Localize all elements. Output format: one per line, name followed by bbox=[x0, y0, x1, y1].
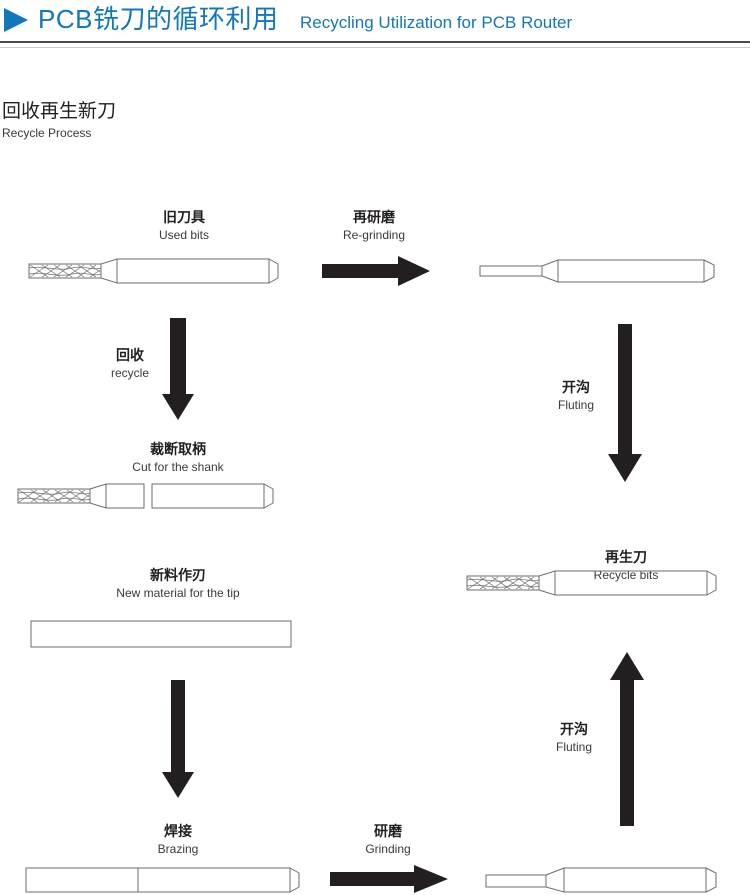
page-header: PCB铣刀的循环利用 Recycling Utilization for PCB… bbox=[0, 0, 750, 40]
bit-used-bits bbox=[24, 256, 288, 286]
label-fluting-lower-en: Fluting bbox=[555, 740, 593, 754]
label-cut-for-shank-cn: 裁断取柄 bbox=[150, 441, 206, 457]
label-recycle-cn: 回收 bbox=[116, 347, 144, 363]
label-cut-for-shank-en: Cut for the shank bbox=[132, 460, 224, 474]
label-re-grinding-cn: 再研磨 bbox=[353, 209, 395, 225]
section-title-cn: 回收再生新刀 bbox=[2, 101, 117, 122]
arrow-re-grinding bbox=[322, 255, 432, 287]
label-grinding-cn: 研磨 bbox=[374, 823, 402, 839]
bit-reground-blank bbox=[478, 258, 728, 284]
label-re-grinding: 再研磨 Re-grinding bbox=[308, 208, 440, 244]
label-fluting-upper-cn: 开沟 bbox=[562, 379, 590, 395]
bit-cut-for-shank bbox=[14, 482, 296, 510]
arrow-fluting-upper bbox=[606, 324, 644, 484]
page-title-en: Recycling Utilization for PCB Router bbox=[300, 13, 573, 32]
label-new-material-en: New material for the tip bbox=[116, 586, 240, 600]
label-fluting-lower: 开沟 Fluting bbox=[518, 720, 630, 756]
bit-brazed-blank bbox=[24, 866, 306, 894]
bit-new-material-bar bbox=[30, 620, 294, 650]
bit-recycle-bits bbox=[462, 568, 734, 598]
page-title-cn: PCB铣刀的循环利用 bbox=[38, 4, 279, 34]
label-new-material: 新料作刃 New material for the tip bbox=[90, 566, 266, 602]
label-grinding: 研磨 Grinding bbox=[332, 822, 444, 858]
bit-ground-blank bbox=[484, 866, 734, 894]
arrow-new-material-to-brazing bbox=[160, 680, 196, 800]
label-recycle-en: recycle bbox=[110, 366, 149, 380]
label-brazing: 焊接 Brazing bbox=[122, 822, 234, 858]
arrow-fluting-lower bbox=[608, 652, 646, 828]
label-brazing-cn: 焊接 bbox=[164, 823, 192, 839]
section-title-en: Recycle Process bbox=[2, 126, 92, 140]
label-recycle-bits-cn: 再生刀 bbox=[605, 549, 647, 565]
arrow-grinding bbox=[330, 864, 450, 894]
label-used-bits-cn: 旧刀具 bbox=[163, 209, 205, 225]
arrow-recycle bbox=[160, 318, 196, 422]
label-brazing-en: Brazing bbox=[157, 842, 199, 856]
label-fluting-upper: 开沟 Fluting bbox=[520, 378, 632, 414]
label-recycle: 回收 recycle bbox=[74, 346, 186, 382]
triangle-right-icon bbox=[4, 8, 28, 32]
label-used-bits: 旧刀具 Used bits bbox=[118, 208, 250, 244]
label-fluting-lower-cn: 开沟 bbox=[560, 721, 588, 737]
header-divider bbox=[0, 41, 750, 48]
label-fluting-upper-en: Fluting bbox=[557, 398, 595, 412]
label-new-material-cn: 新料作刃 bbox=[150, 567, 206, 583]
label-cut-for-shank: 裁断取柄 Cut for the shank bbox=[104, 440, 252, 476]
label-grinding-en: Grinding bbox=[365, 842, 411, 856]
label-used-bits-en: Used bits bbox=[158, 228, 210, 242]
label-re-grinding-en: Re-grinding bbox=[342, 228, 406, 242]
